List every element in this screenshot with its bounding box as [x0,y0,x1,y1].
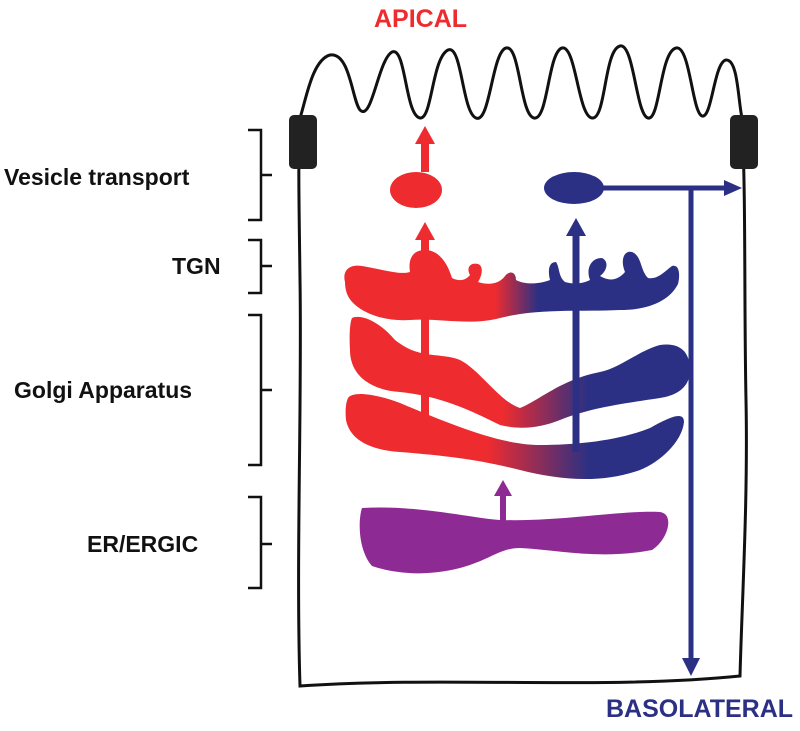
basolateral-vesicle [544,172,604,204]
tgn-label: TGN [172,253,221,279]
vesicle-transport-label: Vesicle transport [4,164,190,190]
er-ergic-label: ER/ERGIC [87,531,199,557]
apical-arrowhead-top [415,126,435,144]
golgi-cisterna-2 [349,316,690,428]
basolateral-arrowhead-right [724,180,742,196]
basolateral-arrowhead-stack [566,218,586,236]
bracket-vesicle-transport [248,128,272,222]
apical-arrowhead-stack [415,222,435,240]
golgi-label: Golgi Apparatus [14,377,193,403]
er-ergic-shape [359,507,669,574]
tight-junction-left [289,115,317,169]
apical-vesicle [390,172,442,208]
apical-label: APICAL [374,5,468,33]
bracket-golgi [248,313,272,467]
cell-membrane [297,44,748,688]
bracket-tgn [248,238,272,295]
golgi-cisterna-3 [345,393,684,480]
bracket-er [248,495,272,590]
basolateral-label: BASOLATERAL [606,695,794,723]
tgn-shape [344,250,680,322]
basolateral-arrowhead-down [682,658,700,676]
er-arrowhead [494,480,512,496]
tight-junction-right [730,115,758,169]
